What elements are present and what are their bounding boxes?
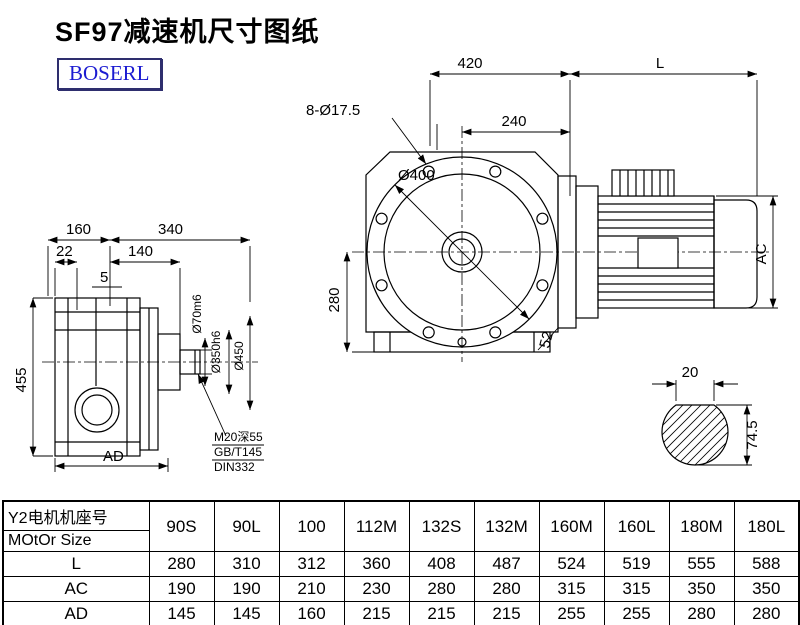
row-label: AD [2, 601, 150, 625]
table-cell: 230 [343, 576, 410, 602]
table-cell: 210 [278, 576, 345, 602]
table-cell: 408 [408, 551, 475, 577]
table-cell: 519 [603, 551, 670, 577]
dim-420: 420 [457, 55, 482, 72]
fan-cowl [713, 199, 758, 309]
table-cell: 555 [668, 551, 735, 577]
table-cell: 360 [343, 551, 410, 577]
table-size-col: 100 [278, 500, 345, 552]
terminal-box [611, 169, 675, 197]
dim-52: 52 [536, 330, 557, 351]
note-thread: M20深55 [214, 430, 263, 444]
dim-L: L [656, 55, 664, 72]
table-cell: 588 [733, 551, 800, 577]
table-cell: 315 [603, 576, 670, 602]
note-din-standard: DIN332 [214, 460, 255, 474]
table-size-col: 132S [408, 500, 475, 552]
motor-nameplate [637, 237, 679, 269]
table-cell: 190 [148, 576, 215, 602]
table-header-en: MOtOr Size [8, 532, 92, 549]
table-cell: 215 [343, 601, 410, 625]
dim-22: 22 [56, 243, 73, 260]
dim-280: 280 [326, 287, 343, 312]
side-view [42, 297, 258, 457]
dim-dia350h6: Ø350h6 [209, 330, 223, 373]
table-cell: 255 [538, 601, 605, 625]
table-cell: 280 [733, 601, 800, 625]
dim-dia400: Ø400 [398, 167, 435, 184]
table-header-cn: Y2电机机座号 [4, 502, 148, 531]
motor-dimensions: AC [716, 195, 778, 309]
table-cell: 280 [473, 576, 540, 602]
dim-340: 340 [158, 221, 183, 238]
table-cell: 315 [538, 576, 605, 602]
table-cell: 350 [668, 576, 735, 602]
table-header-motor-size: Y2电机机座号 MOtOr Size [2, 500, 150, 552]
dim-140: 140 [128, 243, 153, 260]
dim-20: 20 [682, 364, 699, 381]
table-size-col: 160M [538, 500, 605, 552]
dim-dia450: Ø450 [232, 341, 246, 371]
motor-view [557, 169, 758, 329]
table-cell: 215 [473, 601, 540, 625]
table-cell: 215 [408, 601, 475, 625]
table-cell: 310 [213, 551, 280, 577]
housing-outline [365, 151, 559, 333]
table-size-col: 112M [343, 500, 410, 552]
table-cell: 190 [213, 576, 280, 602]
technical-drawing: 160 340 22 140 5 455 AD [13, 55, 778, 474]
row-label: AC [2, 576, 150, 602]
dim-455: 455 [13, 367, 30, 392]
motor-size-table: Y2电机机座号 MOtOr Size 90S 90L 100 112M 132S… [2, 500, 800, 625]
table-cell: 280 [408, 576, 475, 602]
dim-bolt-holes: 8-Ø17.5 [306, 102, 360, 119]
shaft-section-dimensions: 20 74.5 [652, 364, 761, 466]
table-cell: 255 [603, 601, 670, 625]
table-size-col: 132M [473, 500, 540, 552]
dim-AC: AC [753, 243, 770, 264]
row-label: L [2, 551, 150, 577]
table-size-col: 160L [603, 500, 670, 552]
table-row-AD: AD 145 145 160 215 215 215 255 255 280 2… [2, 601, 800, 625]
table-cell: 280 [668, 601, 735, 625]
table-row-L: L 280 310 312 360 408 487 524 519 555 58… [2, 551, 800, 577]
note-gb-standard: GB/T145 [214, 445, 262, 459]
table-cell: 487 [473, 551, 540, 577]
dim-5: 5 [100, 269, 108, 286]
front-view [352, 126, 772, 362]
front-view-dimensions: 420 L 8-Ø17.5 240 Ø400 280 52 [306, 55, 758, 353]
bore-circle [74, 387, 120, 433]
table-cell: 350 [733, 576, 800, 602]
table-cell: 280 [148, 551, 215, 577]
dim-AD: AD [103, 448, 124, 465]
page-title: SF97减速机尺寸图纸 [55, 17, 320, 47]
table-cell: 145 [148, 601, 215, 625]
table-size-col: 90S [148, 500, 215, 552]
dim-dia70m6: Ø70m6 [190, 294, 204, 334]
table-size-col: 90L [213, 500, 280, 552]
dim-74-5: 74.5 [744, 420, 761, 449]
table-size-col: 180L [733, 500, 800, 552]
dim-240: 240 [501, 113, 526, 130]
table-cell: 524 [538, 551, 605, 577]
brand-logo: BOSERL [57, 58, 162, 90]
table-size-col: 180M [668, 500, 735, 552]
table-cell: 160 [278, 601, 345, 625]
table-header-row: Y2电机机座号 MOtOr Size 90S 90L 100 112M 132S… [2, 500, 800, 552]
table-cell: 145 [213, 601, 280, 625]
shaft-section: 20 74.5 [652, 364, 761, 466]
side-view-dimensions: 160 340 22 140 5 455 AD [13, 221, 264, 474]
table-cell: 312 [278, 551, 345, 577]
table-row-AC: AC 190 190 210 230 280 280 315 315 350 3… [2, 576, 800, 602]
dim-160: 160 [66, 221, 91, 238]
